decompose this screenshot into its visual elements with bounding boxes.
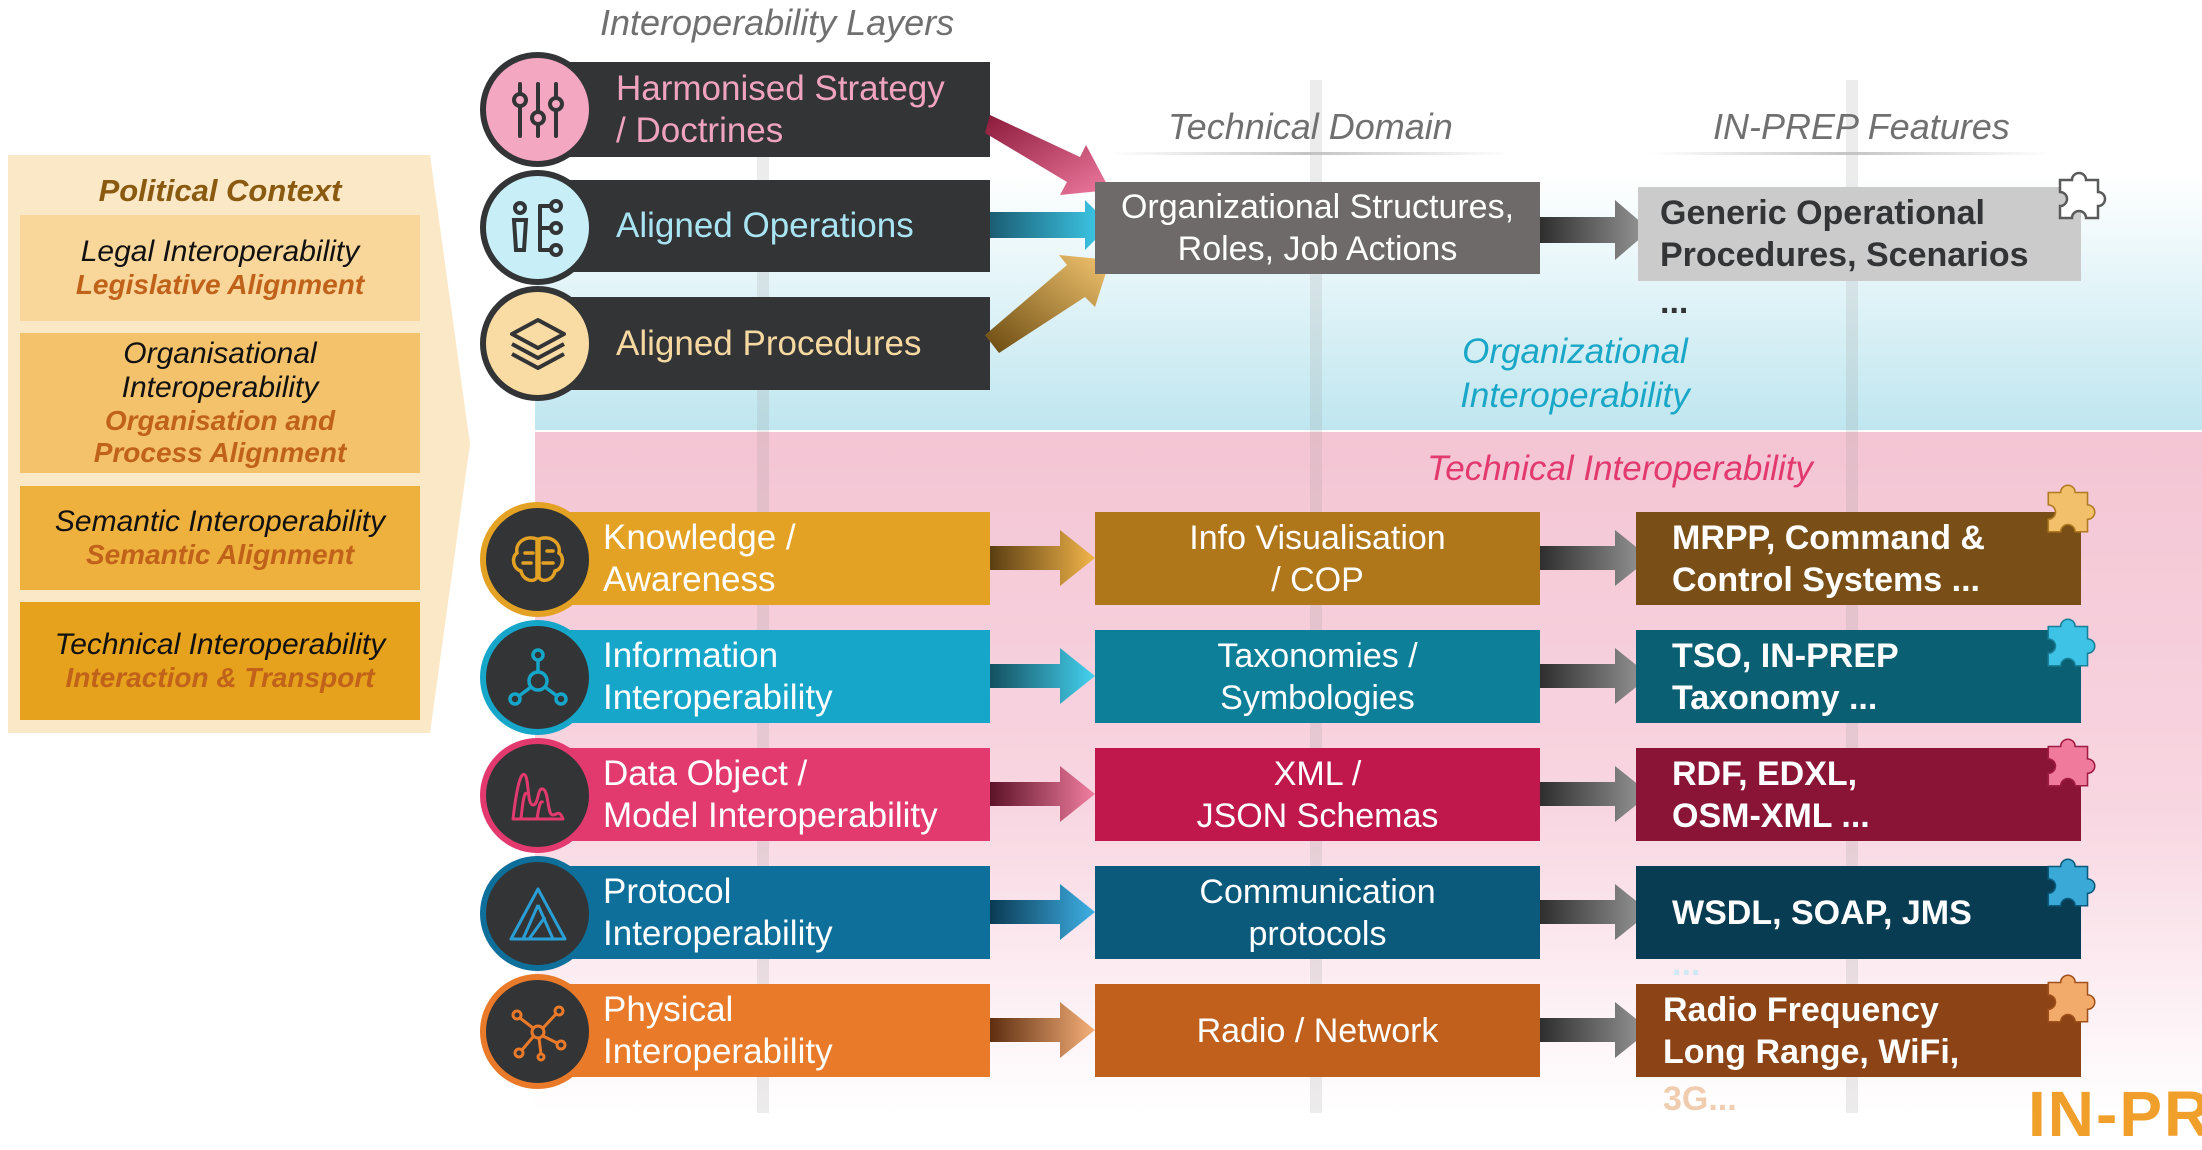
political-item-name: Legal Interoperability	[80, 235, 360, 268]
row-arrow	[990, 530, 1095, 586]
feature-more: ...	[1660, 283, 1689, 321]
feature-more: 3G...	[1663, 1080, 1737, 1118]
organizational-interoperability-label: Organizational Interoperability	[1460, 332, 1690, 415]
layer-information-interoperability: Information Interoperability	[540, 630, 990, 723]
brain-icon	[480, 502, 595, 617]
domain-radio-network: Radio / Network	[1095, 984, 1540, 1077]
layer-physical-interoperability: Physical Interoperability	[540, 984, 990, 1077]
header-underline	[1650, 152, 2050, 155]
political-item-alignment: Legislative Alignment	[75, 269, 365, 300]
puzzle-icon	[2047, 738, 2096, 787]
row-arrow	[990, 648, 1095, 704]
row-arrow	[1540, 648, 1650, 704]
row-arrow	[1540, 884, 1650, 940]
layer-label: Protocol Interoperability	[603, 871, 833, 953]
technical-interoperability-label: Technical Interoperability	[1427, 449, 1813, 488]
political-context-title: Political Context	[98, 173, 342, 208]
header-technical-domain: Technical Domain	[1168, 106, 1453, 147]
political-item-name: Organisational Interoperability	[121, 337, 319, 404]
layer-knowledge-awareness: Knowledge / Awareness	[540, 512, 990, 605]
puzzle-icon	[2047, 484, 2096, 533]
feature-label: MRPP, Command & Control Systems ...	[1672, 518, 1985, 599]
header-in-prep-features: IN-PREP Features	[1713, 106, 2010, 147]
political-item-legal: Legal Interoperability Legislative Align…	[20, 215, 420, 321]
header-interoperability-layers: Interoperability Layers	[600, 2, 955, 43]
political-item-alignment: Interaction & Transport	[65, 662, 375, 693]
logo-text: IN-PR	[2028, 1078, 2202, 1150]
domain-label: Communication protocols	[1199, 872, 1436, 953]
domain-taxonomies-symbologies: Taxonomies / Symbologies	[1095, 630, 1540, 723]
political-item-semantic: Semantic Interoperability Semantic Align…	[20, 486, 420, 590]
layer-label: Data Object / Model Interoperability	[603, 753, 938, 835]
row-arrow	[1540, 530, 1650, 586]
feature-label: RDF, EDXL, OSM-XML ...	[1672, 754, 1870, 835]
feature-mrpp: MRPP, Command & Control Systems ...	[1636, 512, 2081, 605]
feature-rdf-edxl: RDF, EDXL, OSM-XML ...	[1636, 748, 2081, 841]
feature-label: TSO, IN-PREP Taxonomy ...	[1672, 636, 1899, 717]
political-item-name: Technical Interoperability	[54, 628, 386, 661]
feature-wsdl-soap-jms: WSDL, SOAP, JMS	[1636, 866, 2081, 959]
row-arrow	[1540, 1002, 1650, 1058]
layer-aligned-operations: Aligned Operations	[540, 180, 990, 272]
triangle-icon	[480, 856, 595, 971]
layers-icon	[480, 286, 595, 401]
feature-label: Radio Frequency Long Range, WiFi,	[1663, 990, 1960, 1071]
layer-data-object-model: Data Object / Model Interoperability	[540, 748, 990, 841]
row-arrow	[990, 1002, 1095, 1058]
hierarchy-icon	[480, 170, 595, 285]
domain-label: XML / JSON Schemas	[1196, 754, 1439, 835]
domain-label: Organizational Structures, Roles, Job Ac…	[1120, 188, 1515, 268]
political-item-name: Semantic Interoperability	[54, 505, 386, 538]
puzzle-icon	[2047, 618, 2096, 667]
political-item-organisational: Organisational Interoperability Organisa…	[20, 333, 420, 473]
layer-label: Physical Interoperability	[603, 989, 833, 1071]
domain-communication-protocols: Communication protocols	[1095, 866, 1540, 959]
org-arrows	[985, 115, 1110, 353]
layer-protocol-interoperability: Protocol Interoperability	[540, 866, 990, 959]
header-underline	[1110, 152, 1510, 155]
political-item-technical: Technical Interoperability Interaction &…	[20, 602, 420, 720]
puzzle-icon	[2058, 171, 2107, 220]
puzzle-icon	[2047, 858, 2096, 907]
political-item-alignment: Semantic Alignment	[85, 539, 355, 570]
layer-label: Aligned Procedures	[616, 323, 922, 363]
org-feature-arrow	[1540, 200, 1650, 260]
layer-label: Knowledge / Awareness	[603, 517, 796, 599]
layer-aligned-procedures: Aligned Procedures	[540, 297, 990, 390]
layer-label: Aligned Operations	[616, 206, 914, 245]
feature-radio-frequency: Radio Frequency Long Range, WiFi,	[1636, 984, 2081, 1077]
layer-label: Information Interoperability	[603, 635, 833, 717]
sliders-icon	[480, 52, 595, 167]
domain-organizational-structures: Organizational Structures, Roles, Job Ac…	[1095, 182, 1540, 274]
domain-label: Taxonomies / Symbologies	[1217, 636, 1418, 717]
in-prep-logo: IN-PR	[2028, 1082, 2202, 1146]
feature-label: Generic Operational Procedures, Scenario…	[1660, 194, 2029, 274]
feature-generic-operational-procedures: Generic Operational Procedures, Scenario…	[1638, 187, 2081, 281]
political-item-alignment: Organisation and Process Alignment	[93, 405, 347, 468]
row-arrow	[990, 766, 1095, 822]
feature-tso-taxonomy: TSO, IN-PREP Taxonomy ...	[1636, 630, 2081, 723]
row-arrow	[1540, 766, 1650, 822]
layer-label: Harmonised Strategy / Doctrines	[616, 68, 945, 150]
puzzle-icon	[2047, 974, 2096, 1023]
domain-info-visualisation: Info Visualisation / COP	[1095, 512, 1540, 605]
domain-xml-json-schemas: XML / JSON Schemas	[1095, 748, 1540, 841]
layer-harmonised-strategy: Harmonised Strategy / Doctrines	[540, 62, 990, 157]
molecule-icon	[480, 974, 595, 1089]
row-arrow	[990, 884, 1095, 940]
feature-label: WSDL, SOAP, JMS	[1672, 893, 1972, 932]
domain-label: Info Visualisation / COP	[1189, 518, 1446, 599]
waveform-icon	[480, 738, 595, 853]
feature-more: ...	[1672, 945, 1701, 983]
network-node-icon	[480, 620, 595, 735]
domain-label: Radio / Network	[1196, 1011, 1439, 1050]
